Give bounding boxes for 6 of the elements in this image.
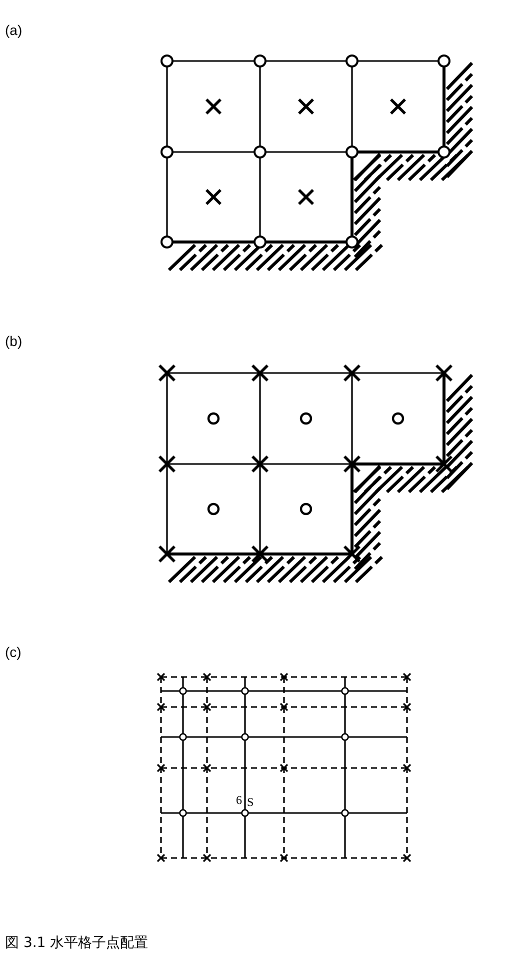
panel-label: (c) — [5, 645, 22, 659]
panel-label: (a) — [5, 23, 22, 37]
grid-point-label: 6 — [236, 794, 242, 806]
grid-point-label: S — [247, 796, 254, 808]
panel-label: (b) — [5, 334, 22, 348]
figure-caption: 図 3.1 水平格子点配置 — [5, 936, 148, 950]
